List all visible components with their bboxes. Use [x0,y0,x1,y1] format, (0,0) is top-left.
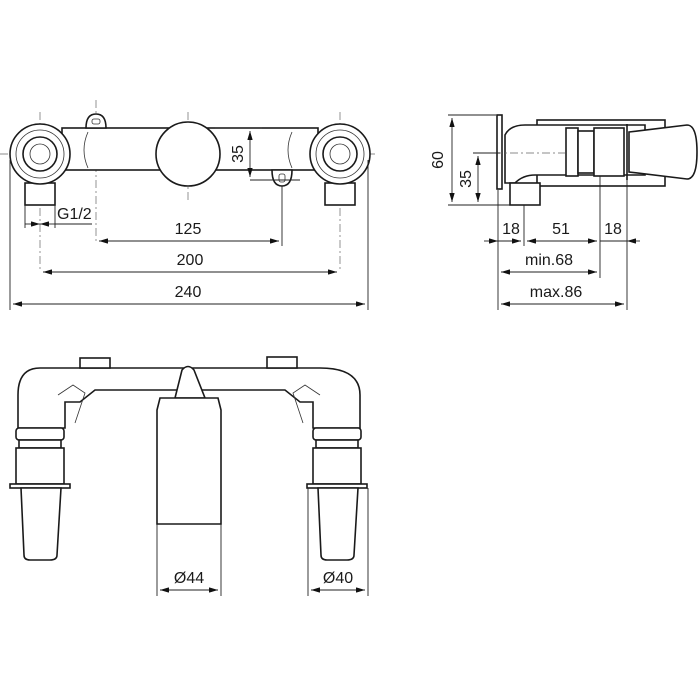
mounting-lug [271,169,293,187]
right-outlet [306,427,368,561]
center-valve-circle [155,121,221,187]
center-diameter-dim-label: Ø44 [174,570,204,587]
thread-size-label: G1/2 [57,206,92,223]
outlet-cone [628,124,698,180]
inner-spacing-dim-label: 125 [175,221,202,238]
front-view: G1/2 35 125 200 240 [0,100,375,310]
center-spacing-dim-label: 200 [177,252,204,269]
mixer-body-top [17,367,361,429]
segment-3-dim-label: 18 [604,221,622,238]
segment-2-dim-label: 51 [552,221,570,238]
left-outlet [9,427,71,561]
axis-height-dim-label: 35 [458,170,475,188]
max-depth-dim-label: max.86 [530,284,583,301]
right-connector [309,123,371,206]
side-view: 60 35 18 51 18 min.68 max.86 [430,114,698,310]
top-view: Ø44 Ø40 [9,356,369,596]
center-valve-body [156,397,222,525]
segment-1-dim-label: 18 [502,221,520,238]
overall-width-dim-label: 240 [175,284,202,301]
left-connector [9,123,71,206]
side-connector [509,182,541,206]
mounting-lug-top [266,356,298,369]
outlet-diameter-dim-label: Ø40 [323,570,353,587]
wall-plate [496,114,503,190]
mounting-lug-top [79,357,111,369]
mounting-lug [85,113,107,129]
center-cap [173,365,207,399]
total-height-dim-label: 60 [430,151,447,169]
height-dim-label: 35 [230,145,247,163]
min-depth-dim-label: min.68 [525,252,573,269]
